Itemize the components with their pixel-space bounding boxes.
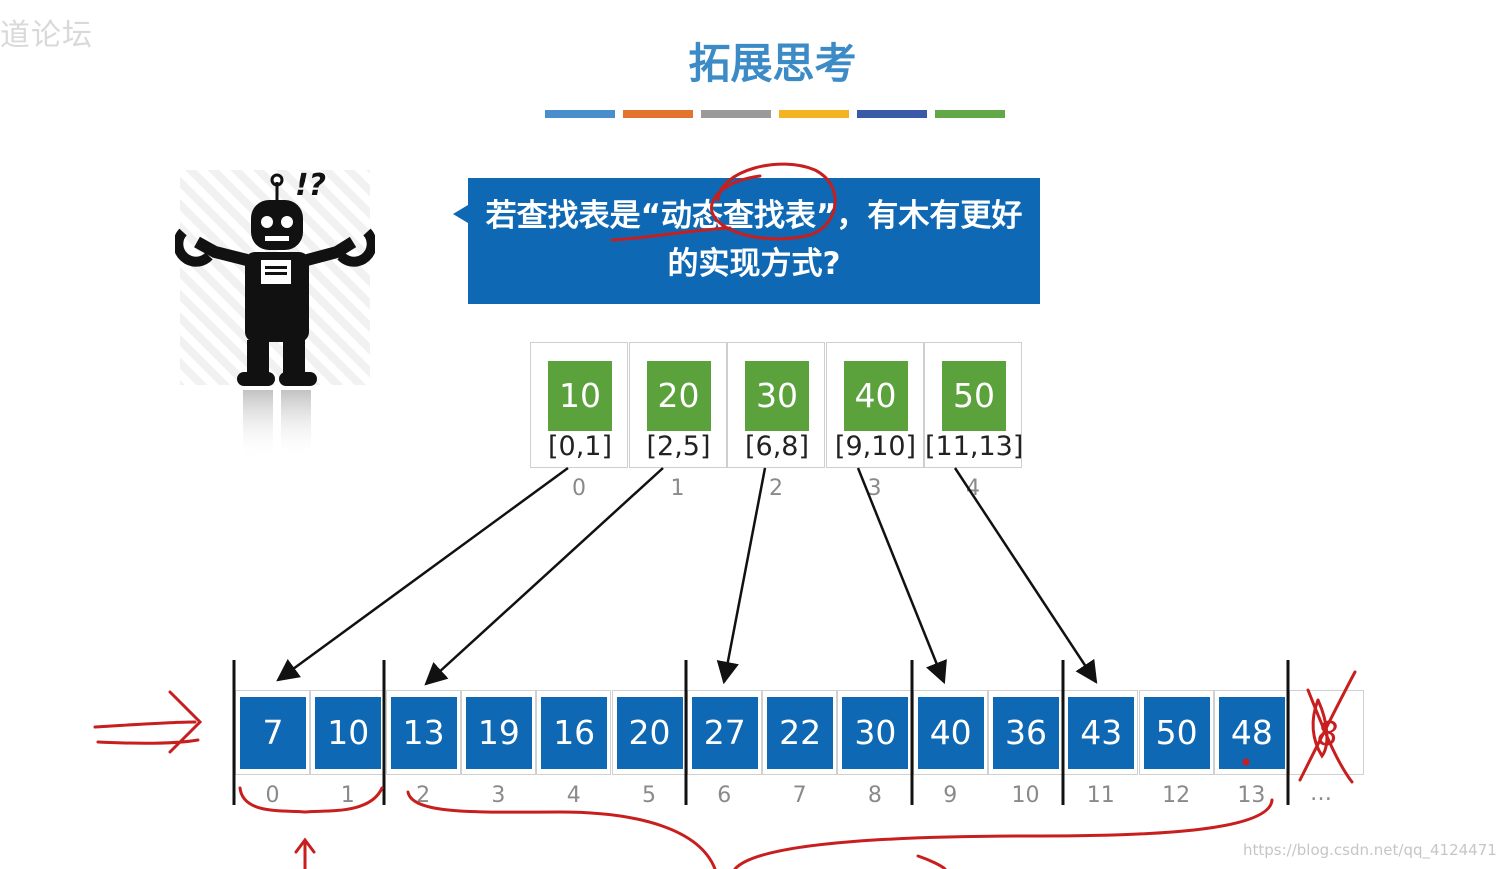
- annotation-brace-2: [408, 792, 715, 869]
- pointer-arrow: [278, 468, 568, 680]
- pointer-arrow: [955, 468, 1096, 682]
- annotation-arrow-in: [95, 692, 200, 752]
- pointer-arrow: [426, 468, 663, 684]
- pointer-arrow: [858, 468, 944, 682]
- pointer-arrow: [724, 468, 765, 682]
- annotation-arrow-up: [296, 840, 314, 869]
- more-ellipsis: …: [1310, 781, 1332, 806]
- annotation-tick: [918, 856, 945, 869]
- source-credit: https://blog.csdn.net/qq_41244719: [1243, 841, 1497, 859]
- block-dividers: [234, 660, 1288, 805]
- annotation-underline: [612, 228, 730, 240]
- annotation-brace-3: [735, 800, 1272, 869]
- annotation-brace-1: [240, 788, 382, 812]
- red-annotations: [95, 164, 1355, 869]
- index-pointer-arrows: [278, 468, 1096, 684]
